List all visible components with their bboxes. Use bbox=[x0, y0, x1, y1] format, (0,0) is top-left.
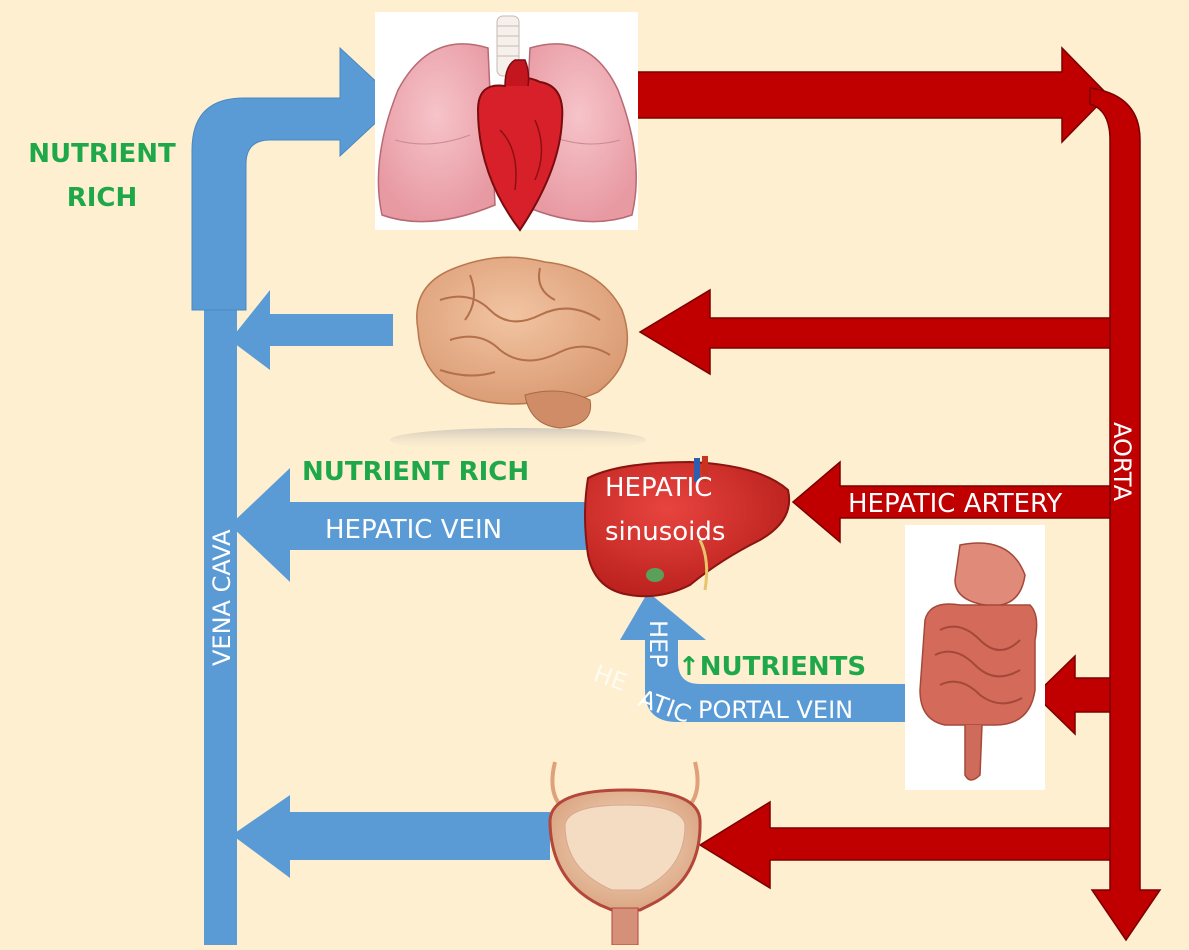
aorta-upper-arrow bbox=[632, 46, 1110, 144]
vena-cava-upper-arrow bbox=[191, 46, 399, 311]
hepatic-artery-arrow bbox=[791, 460, 1111, 544]
bladder-artery-arrow bbox=[698, 800, 1111, 890]
brain-return-arrow bbox=[230, 290, 393, 370]
nutrient-rich-liver-label: NUTRIENT RICH bbox=[302, 457, 529, 487]
nutrient-rich-top-line1: NUTRIENT bbox=[28, 139, 176, 169]
intestine-artery-arrow bbox=[1033, 654, 1111, 736]
liver-icon bbox=[584, 456, 791, 598]
aorta-trunk bbox=[1089, 87, 1162, 942]
hepatic-sinusoids-line2: sinusoids bbox=[605, 517, 725, 547]
intestines-icon bbox=[905, 525, 1045, 790]
portal-vein-vertical-label: HEP bbox=[644, 620, 672, 668]
portal-vein-horizontal-label: PORTAL VEIN bbox=[698, 696, 853, 724]
nutrient-rich-top-line2: RICH bbox=[67, 183, 138, 213]
vena-cava-trunk bbox=[204, 305, 237, 945]
aorta-label: AORTA bbox=[1108, 422, 1136, 502]
bladder-icon bbox=[548, 761, 702, 946]
hepatic-portal-vein bbox=[620, 592, 915, 722]
bladder-return-arrow bbox=[232, 795, 550, 878]
brain-icon bbox=[390, 256, 646, 452]
portal-vein-ghost-label: HE bbox=[590, 659, 631, 697]
hepatic-vein-arrow bbox=[230, 468, 587, 582]
brain-artery-arrow bbox=[638, 288, 1111, 376]
hepatic-artery-label: HEPATIC ARTERY bbox=[848, 489, 1062, 519]
heart-lungs-icon bbox=[375, 12, 638, 232]
nutrients-up-label: ↑NUTRIENTS bbox=[678, 652, 866, 682]
hepatic-sinusoids-line1: HEPATIC bbox=[605, 473, 712, 503]
vena-cava-label: VENA CAVA bbox=[208, 529, 236, 666]
hepatic-vein-label: HEPATIC VEIN bbox=[325, 515, 502, 545]
